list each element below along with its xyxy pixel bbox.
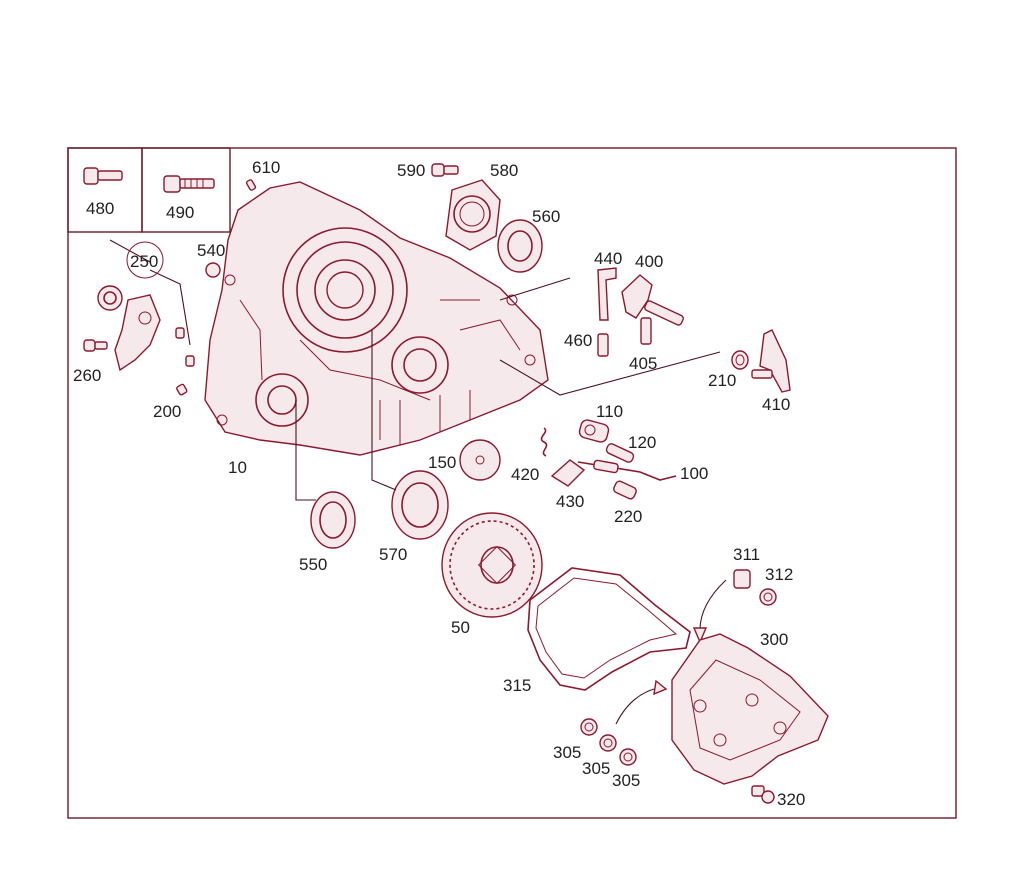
label-440: 440 <box>594 249 622 268</box>
transmission-housing-10 <box>204 181 549 456</box>
label-410: 410 <box>762 395 790 414</box>
label-10: 10 <box>228 458 247 477</box>
pin-120-icon <box>605 443 635 463</box>
label-305-c: 305 <box>612 771 640 790</box>
label-220: 220 <box>614 507 642 526</box>
plug-311-icon <box>733 569 751 589</box>
bolt-320-icon <box>751 785 775 804</box>
pin-220-icon <box>613 480 637 500</box>
label-400: 400 <box>635 252 663 271</box>
bearing-560-icon <box>497 219 543 273</box>
leader-to-410 <box>499 351 721 396</box>
bolt-480-icon <box>83 167 123 185</box>
seal-210-icon <box>731 350 749 370</box>
label-540: 540 <box>197 241 225 260</box>
label-550: 550 <box>299 555 327 574</box>
washer-312-icon <box>759 588 777 606</box>
gasket-315-icon <box>527 567 691 691</box>
label-120: 120 <box>628 433 656 452</box>
label-320: 320 <box>777 790 805 809</box>
detent-430-icon <box>550 459 586 487</box>
label-150: 150 <box>428 453 456 472</box>
cover-580-icon <box>445 179 501 251</box>
washer-305-a-icon <box>580 718 598 736</box>
label-210: 210 <box>708 371 736 390</box>
label-610: 610 <box>252 158 280 177</box>
arrow-to-300 <box>699 579 727 631</box>
bracket-110-icon <box>578 419 610 443</box>
label-580: 580 <box>490 161 518 180</box>
cover-300-icon <box>671 633 829 785</box>
inset-box-480 <box>67 147 143 233</box>
gear-50-icon <box>441 512 543 618</box>
label-50: 50 <box>451 618 470 637</box>
label-490: 490 <box>166 203 194 222</box>
label-200: 200 <box>153 402 181 421</box>
lever-400-icon <box>621 274 684 326</box>
arrow-head-305-icon <box>653 679 668 696</box>
rod-100-icon <box>577 459 677 481</box>
label-311: 311 <box>733 545 760 564</box>
label-460: 460 <box>564 331 592 350</box>
label-430: 430 <box>556 492 584 511</box>
arrow-305-to-300 <box>615 687 659 725</box>
shift-fork-250-icon <box>97 239 195 396</box>
diagram-frame <box>67 147 957 819</box>
bolt-590-icon <box>431 163 459 177</box>
bolt-405-icon <box>640 317 652 345</box>
arrow-head-300-icon <box>692 627 708 644</box>
bearing-570-icon <box>391 470 449 540</box>
label-590: 590 <box>397 161 425 180</box>
lever-410-icon <box>751 329 791 393</box>
label-300: 300 <box>760 630 788 649</box>
spring-420-icon <box>540 427 548 457</box>
label-315: 315 <box>503 676 531 695</box>
label-305-b: 305 <box>582 759 610 778</box>
label-305-a: 305 <box>553 743 581 762</box>
washer-305-b-icon <box>599 734 617 752</box>
label-100: 100 <box>680 464 708 483</box>
plug-540-icon <box>205 262 221 278</box>
bolt-460-icon <box>597 333 609 357</box>
label-260: 260 <box>73 366 101 385</box>
seal-550-icon <box>310 491 356 549</box>
label-312: 312 <box>765 565 793 584</box>
label-570: 570 <box>379 545 407 564</box>
label-405: 405 <box>629 354 657 373</box>
bolt-260-icon <box>83 339 108 352</box>
label-110: 110 <box>596 402 623 421</box>
label-250: 250 <box>130 252 158 271</box>
label-420: 420 <box>511 465 539 484</box>
leader-to-570 <box>371 330 397 491</box>
bolt-490-icon <box>163 175 215 193</box>
label-480: 480 <box>86 199 114 218</box>
label-560: 560 <box>532 207 560 226</box>
washer-305-c-icon <box>619 748 637 766</box>
leader-to-550 <box>295 400 316 501</box>
leader-to-560 <box>499 277 571 301</box>
inset-box-490 <box>141 147 231 233</box>
dowel-pin-610-icon <box>245 179 257 191</box>
disc-150-icon <box>459 439 501 481</box>
selector-shaft-440-icon <box>597 267 617 321</box>
